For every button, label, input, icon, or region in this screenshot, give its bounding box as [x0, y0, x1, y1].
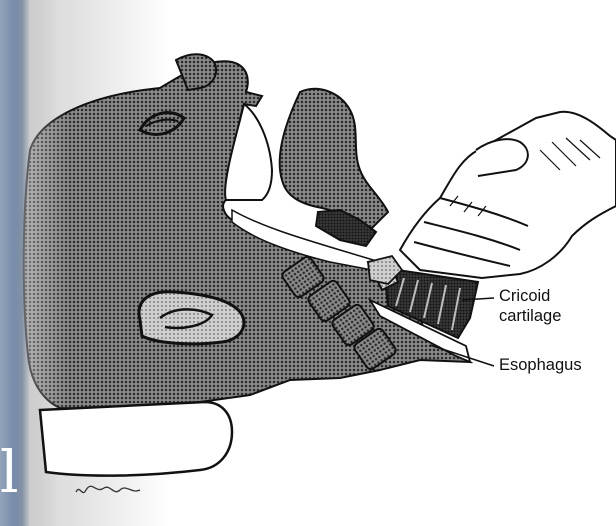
hand [400, 112, 616, 278]
label-esophagus: Esophagus [499, 356, 582, 375]
label-cricoid-line1: Cricoid [499, 287, 550, 306]
tongue [280, 89, 388, 228]
pillow [40, 402, 232, 476]
label-cricoid-line2: cartilage [499, 307, 561, 326]
